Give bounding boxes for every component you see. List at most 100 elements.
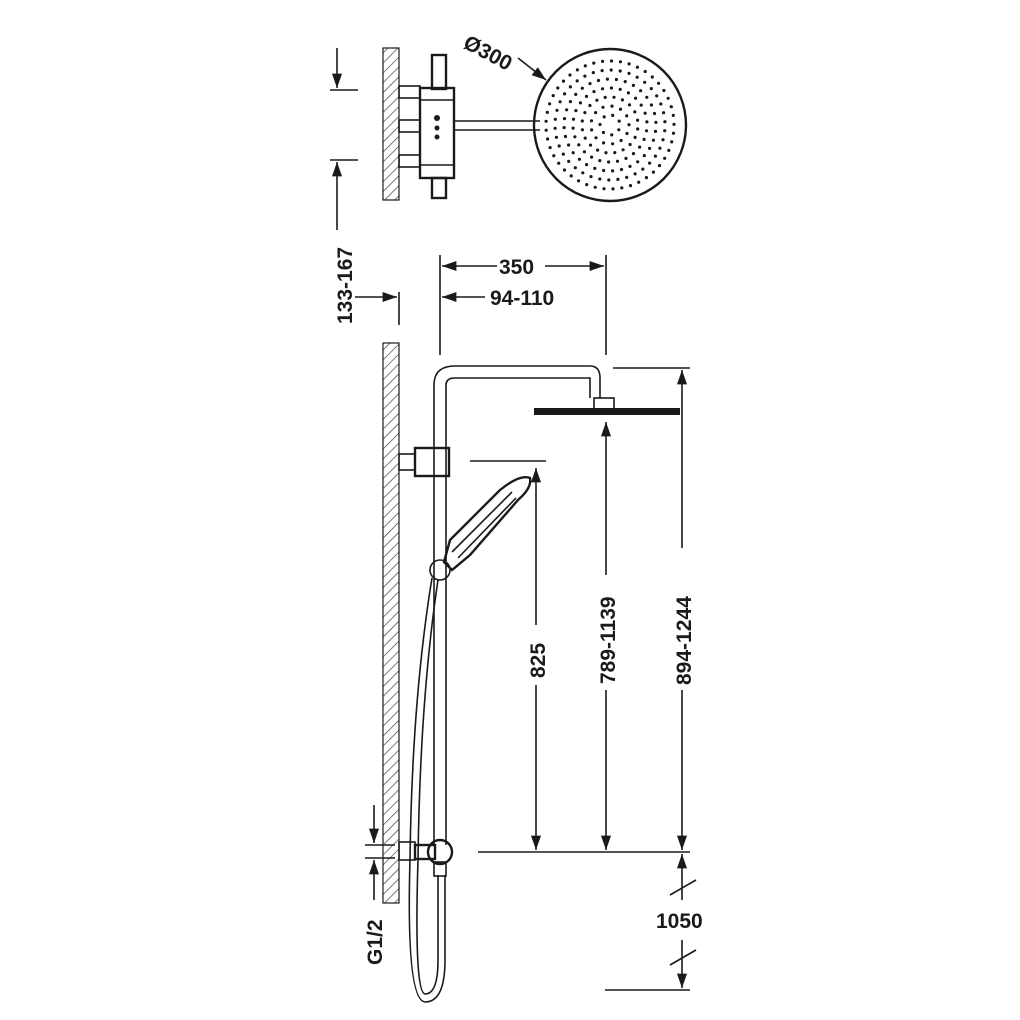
wall-top <box>382 47 400 201</box>
nozzle-dot <box>652 111 657 116</box>
nozzle-dot <box>558 100 562 104</box>
nozzle-dot <box>627 71 631 75</box>
dim-column-offset: 94-110 <box>490 287 554 310</box>
nozzle-dot <box>663 129 667 133</box>
nozzle-dot <box>575 79 579 83</box>
nozzle-dot <box>648 161 652 165</box>
nozzle-dot <box>594 136 598 140</box>
nozzle-dot <box>611 187 615 191</box>
nozzle-dot <box>615 159 620 163</box>
nozzle-dot <box>621 148 625 152</box>
nozzle-dot <box>589 175 593 179</box>
nozzle-dot <box>577 143 581 147</box>
nozzle-dot <box>613 151 617 155</box>
nozzle-dot <box>627 123 631 127</box>
nozzle-dot <box>637 180 641 184</box>
slider <box>429 559 451 581</box>
dim-head-height: 789-1139 <box>597 596 620 684</box>
nozzle-dot <box>562 126 566 130</box>
nozzle-dot <box>568 73 572 77</box>
nozzle-dot <box>573 135 577 139</box>
nozzle-dot <box>556 86 560 90</box>
nozzle-dot <box>577 179 581 183</box>
nozzle-dot <box>627 103 632 107</box>
nozzle-dot <box>592 61 596 65</box>
nozzle-dot <box>551 94 555 98</box>
nozzle-dot <box>662 111 666 115</box>
nozzle-dot <box>604 151 608 155</box>
nozzle-dot <box>600 69 604 73</box>
nozzle-dot <box>574 109 578 113</box>
nozzle-dot <box>671 113 675 117</box>
nozzle-dot <box>655 94 659 98</box>
nozzle-dot <box>591 71 595 75</box>
nozzle-dot <box>554 135 559 139</box>
nozzle-dot <box>635 65 640 69</box>
nozzle-dot <box>671 131 676 135</box>
nozzle-dot <box>633 172 637 176</box>
nozzle-dot <box>612 95 616 99</box>
nozzle-dot <box>598 159 602 163</box>
nozzle-dot <box>619 138 623 143</box>
nozzle-dot <box>635 75 639 79</box>
nozzle-dot <box>580 119 584 123</box>
nozzle-dot <box>625 114 629 118</box>
dim-overall-height: 894-1244 <box>673 596 696 685</box>
nozzle-dot <box>583 111 587 115</box>
nozzle-dot <box>619 167 624 172</box>
nozzle-dot <box>611 113 615 117</box>
nozzle-dot <box>625 175 629 179</box>
nozzle-dot <box>651 170 656 174</box>
dimension-lines <box>355 255 697 991</box>
nozzle-dot <box>611 169 615 173</box>
nozzle-dot <box>653 129 658 133</box>
nozzle-dot <box>562 117 567 121</box>
nozzle-dot <box>545 110 549 114</box>
nozzle-dot <box>618 69 622 73</box>
nozzle-dot <box>596 148 600 152</box>
top-view: Ø300 <box>330 31 688 230</box>
dim-head-diameter: Ø300 <box>460 31 516 75</box>
nozzle-dot <box>553 126 557 130</box>
dim-arm-length: 350 <box>499 256 534 279</box>
nozzle-dot <box>628 164 632 168</box>
nozzle-dot <box>663 156 667 160</box>
inlet-elbow <box>426 838 454 866</box>
shower-head-side <box>534 408 680 415</box>
dim-handshower-height: 825 <box>527 643 550 678</box>
nozzle-dot <box>569 174 573 178</box>
nozzle-dot <box>598 177 602 181</box>
dim-wall-offset: 133-167 <box>334 247 357 324</box>
nozzle-dot <box>610 104 614 108</box>
nozzle-dot <box>581 171 585 175</box>
nozzle-dot <box>601 105 605 109</box>
nozzle-dot <box>555 108 559 112</box>
nozzle-dot <box>565 108 569 112</box>
nozzle-dot <box>617 119 621 123</box>
nozzle-dot <box>610 133 614 137</box>
nozzle-dot <box>594 111 598 115</box>
nozzle-dot <box>631 152 636 156</box>
nozzle-pattern <box>544 59 676 191</box>
nozzle-dot <box>573 166 577 170</box>
nozzle-dot <box>548 146 552 150</box>
nozzle-dot <box>643 111 647 115</box>
nozzle-dot <box>654 120 658 124</box>
nozzle-dot <box>595 98 599 102</box>
nozzle-dot <box>601 130 606 135</box>
nozzle-dot <box>669 105 673 109</box>
nozzle-dot <box>628 142 632 147</box>
nozzle-dot <box>544 119 548 123</box>
nozzle-dot <box>657 81 661 85</box>
lower-bracket <box>398 841 416 861</box>
upper-bracket <box>398 453 416 471</box>
nozzle-dot <box>598 122 602 127</box>
nozzle-dot <box>626 91 631 95</box>
nozzle-dot <box>602 168 606 173</box>
nozzle-dot <box>602 187 606 191</box>
nozzle-dot <box>592 90 596 94</box>
nozzle-dot <box>557 144 561 148</box>
nozzle-dot <box>625 131 629 136</box>
nozzle-dot <box>633 110 637 114</box>
